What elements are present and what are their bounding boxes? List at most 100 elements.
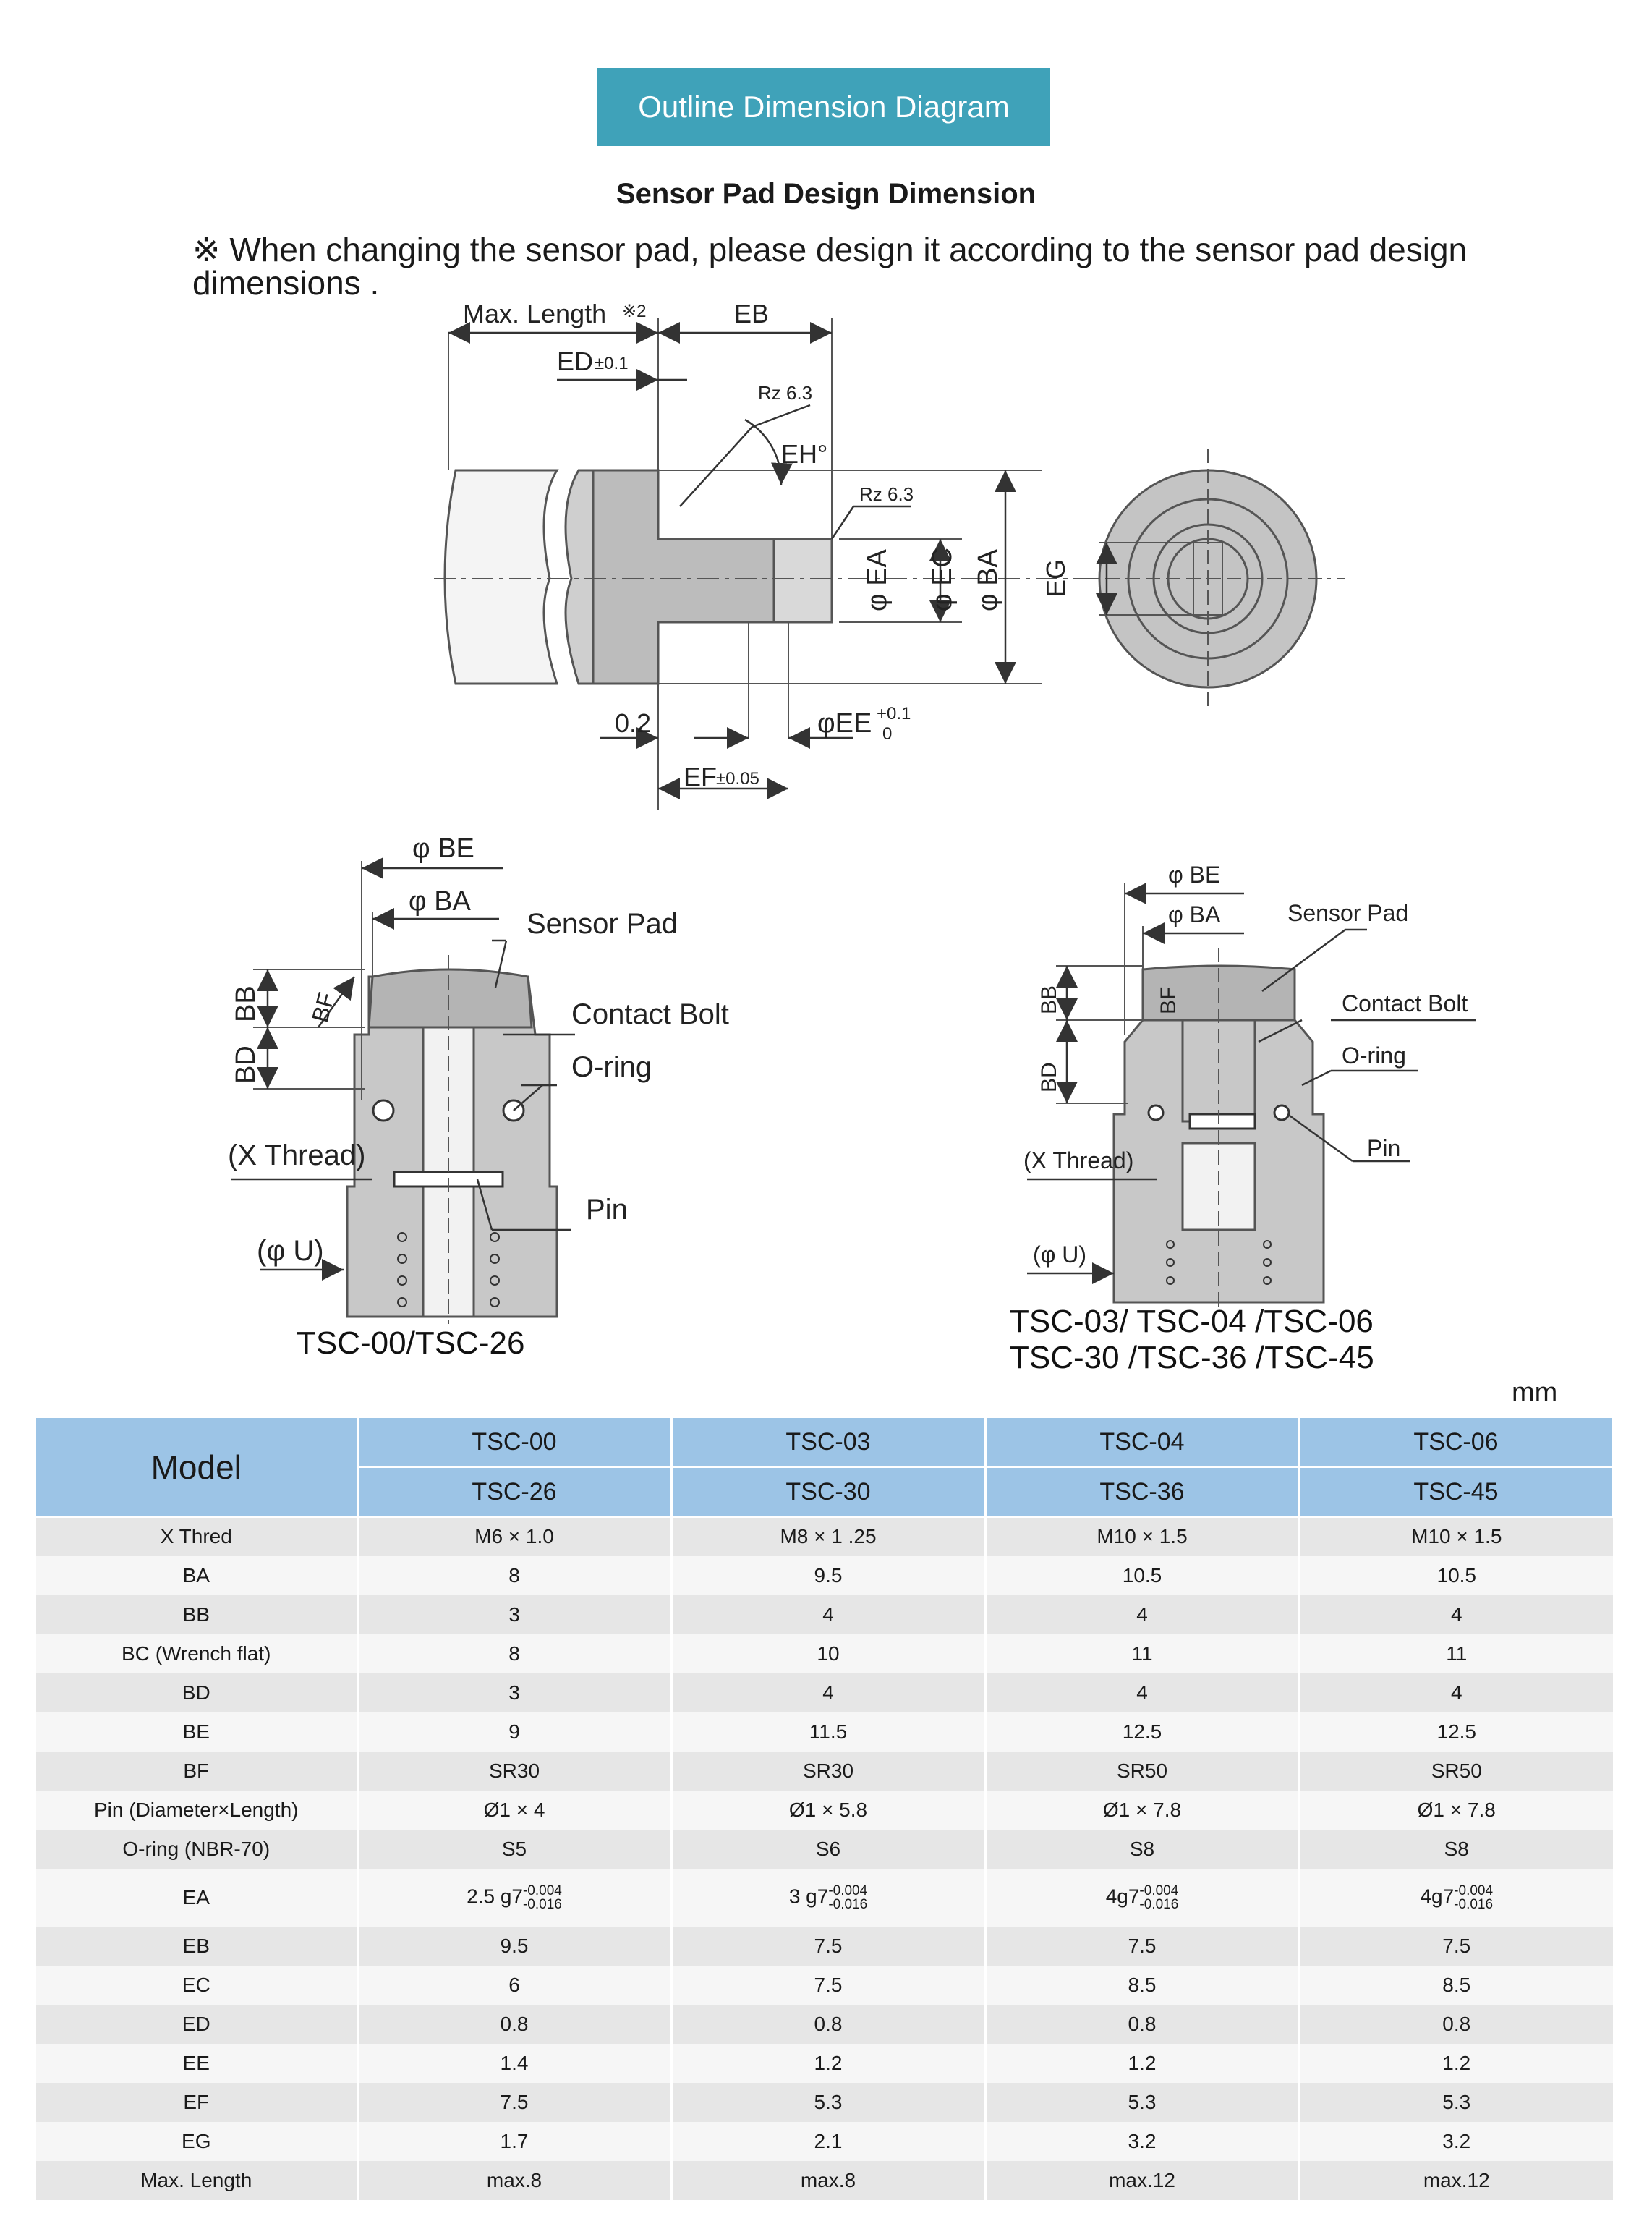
row-label: X Thred: [36, 1516, 359, 1556]
label-u: (φ U): [1033, 1241, 1086, 1268]
model-top: TSC-03: [671, 1418, 987, 1468]
table-row: EG 1.7 2.1 3.2 3.2: [36, 2121, 1613, 2161]
svg-text:±0.1: ±0.1: [595, 354, 629, 373]
cell: SR50: [985, 1751, 1300, 1791]
row-label: BC (Wrench flat): [36, 1634, 359, 1673]
cell: 6: [357, 1965, 673, 2005]
caption-right-2: TSC-30 /TSC-36 /TSC-45: [1010, 1340, 1374, 1375]
label-bd: BD: [1037, 1062, 1061, 1092]
model-bottom: TSC-26: [357, 1466, 673, 1518]
label-bf: BF: [1157, 987, 1180, 1014]
cell: S5: [357, 1829, 673, 1869]
sensor-pad-dimension-drawing: Max. Length ※2 EB ED ±0.1 Rz 6.3 EH° Rz …: [434, 299, 1345, 810]
label-oring: O-ring: [1342, 1043, 1406, 1069]
label-bd: BD: [231, 1045, 261, 1084]
label-sensor-pad: Sensor Pad: [1287, 900, 1408, 926]
label-be: φ BE: [1168, 862, 1220, 888]
cell: Ø1 × 7.8: [1417, 1798, 1496, 1821]
drawing-tsc-00: φ BE φ BA Sensor Pad Contact Bolt O-ring…: [228, 833, 729, 1324]
cell: S8: [985, 1829, 1300, 1869]
caption-left: TSC-00/TSC-26: [297, 1325, 525, 1361]
model-header: Model: [36, 1418, 359, 1518]
cell: Ø1 × 5.8: [671, 1790, 987, 1830]
cell: 10: [671, 1634, 987, 1673]
cell: S8: [1444, 1837, 1469, 1860]
row-label: BB: [36, 1595, 359, 1634]
cell: 11: [1446, 1642, 1468, 1665]
cell: 0.8: [1442, 2012, 1471, 2035]
unit-label: mm: [1512, 1377, 1558, 1408]
row-label: EA: [36, 1868, 359, 1927]
cell: M10 × 1.5: [1411, 1525, 1502, 1548]
row-label: Max. Length: [36, 2160, 359, 2200]
model-bottom: TSC-36: [985, 1466, 1300, 1518]
label-ed: ED: [557, 347, 593, 376]
label-bb: BB: [231, 985, 261, 1022]
cell: 7.5: [1442, 1934, 1471, 1957]
cell: 11.5: [671, 1712, 987, 1752]
label-rz-1: Rz 6.3: [758, 382, 812, 404]
row-label: EE: [36, 2043, 359, 2083]
label-gap: 0.2: [615, 708, 651, 738]
label-pin: Pin: [586, 1194, 628, 1226]
cell: 12.5: [985, 1712, 1300, 1752]
cell: 10.5: [985, 1555, 1300, 1595]
label-sensor-pad: Sensor Pad: [527, 908, 678, 940]
label-pin: Pin: [1367, 1135, 1400, 1161]
row-label: Pin (Diameter×Length): [36, 1790, 359, 1830]
table-row: EE 1.4 1.2 1.2 1.2: [36, 2043, 1613, 2083]
cell: 0.8: [357, 2004, 673, 2044]
cell: 7.5: [985, 1926, 1300, 1966]
table-row: Pin (Diameter×Length) Ø1 × 4 Ø1 × 5.8 Ø1…: [36, 1790, 1613, 1830]
table-row: EC 6 7.5 8.5 8.5: [36, 1965, 1613, 2005]
svg-text:※2: ※2: [622, 302, 646, 321]
cell: 10.5: [1436, 1563, 1477, 1587]
cell: 8: [357, 1555, 673, 1595]
label-ea: φ EA: [862, 548, 893, 611]
cell: 0.8: [985, 2004, 1300, 2044]
cell: 4: [985, 1595, 1300, 1634]
label-ba: φ BA: [973, 548, 1003, 611]
table-row: X Thred M6 × 1.0 M8 × 1 .25 M10 × 1.5 M1…: [36, 1516, 1613, 1556]
row-label: BA: [36, 1555, 359, 1595]
table-row: EB 9.5 7.5 7.5 7.5: [36, 1926, 1613, 1966]
cell: 0.8: [671, 2004, 987, 2044]
model-top: TSC-00: [357, 1418, 673, 1468]
table-row-ea: EA 2.5 g7-0.004-0.016 3 g7-0.004-0.016 4…: [36, 1868, 1613, 1927]
cell: 5.3: [1442, 2090, 1471, 2113]
cell: S6: [671, 1829, 987, 1869]
model-top: TSC-06: [1299, 1418, 1614, 1468]
cell: 2.1: [671, 2121, 987, 2161]
cell: 7.5: [671, 1965, 987, 2005]
table-row: BE 9 11.5 12.5 12.5: [36, 1712, 1613, 1752]
table-row: O-ring (NBR-70) S5 S6 S8 S8: [36, 1829, 1613, 1869]
cell: Ø1 × 7.8: [985, 1790, 1300, 1830]
table-row: BD 3 4 4 4: [36, 1673, 1613, 1712]
cell: 4: [671, 1673, 987, 1712]
cell: 8.5: [985, 1965, 1300, 2005]
cell: 4: [1450, 1602, 1462, 1626]
label-u: (φ U): [257, 1235, 324, 1267]
cell: 2.5 g7-0.004-0.016: [357, 1868, 673, 1927]
section-banner: Outline Dimension Diagram: [597, 68, 1050, 146]
svg-text:±0.05: ±0.05: [716, 769, 759, 789]
label-contact-bolt: Contact Bolt: [571, 998, 729, 1030]
cell: 5.3: [671, 2082, 987, 2122]
table-row: BF SR30 SR30 SR50 SR50: [36, 1751, 1613, 1791]
svg-text:0: 0: [882, 724, 892, 744]
caption-right-1: TSC-03/ TSC-04 /TSC-06: [1010, 1304, 1374, 1339]
cell: 12.5: [1436, 1720, 1477, 1743]
table-row: BB 3 4 4 4: [36, 1595, 1613, 1634]
label-x-thread: (X Thread): [228, 1139, 365, 1171]
cell: 3.2: [985, 2121, 1300, 2161]
cell: 7.5: [357, 2082, 673, 2122]
model-top: TSC-04: [985, 1418, 1300, 1468]
label-eg: EG: [1041, 559, 1070, 597]
cell: 1.7: [357, 2121, 673, 2161]
cell: 3: [357, 1595, 673, 1634]
cell: 5.3: [985, 2082, 1300, 2122]
cell: M8 × 1 .25: [671, 1516, 987, 1556]
cell: 3 g7-0.004-0.016: [671, 1868, 987, 1927]
cell: 7.5: [671, 1926, 987, 1966]
label-eh: EH°: [781, 439, 827, 469]
